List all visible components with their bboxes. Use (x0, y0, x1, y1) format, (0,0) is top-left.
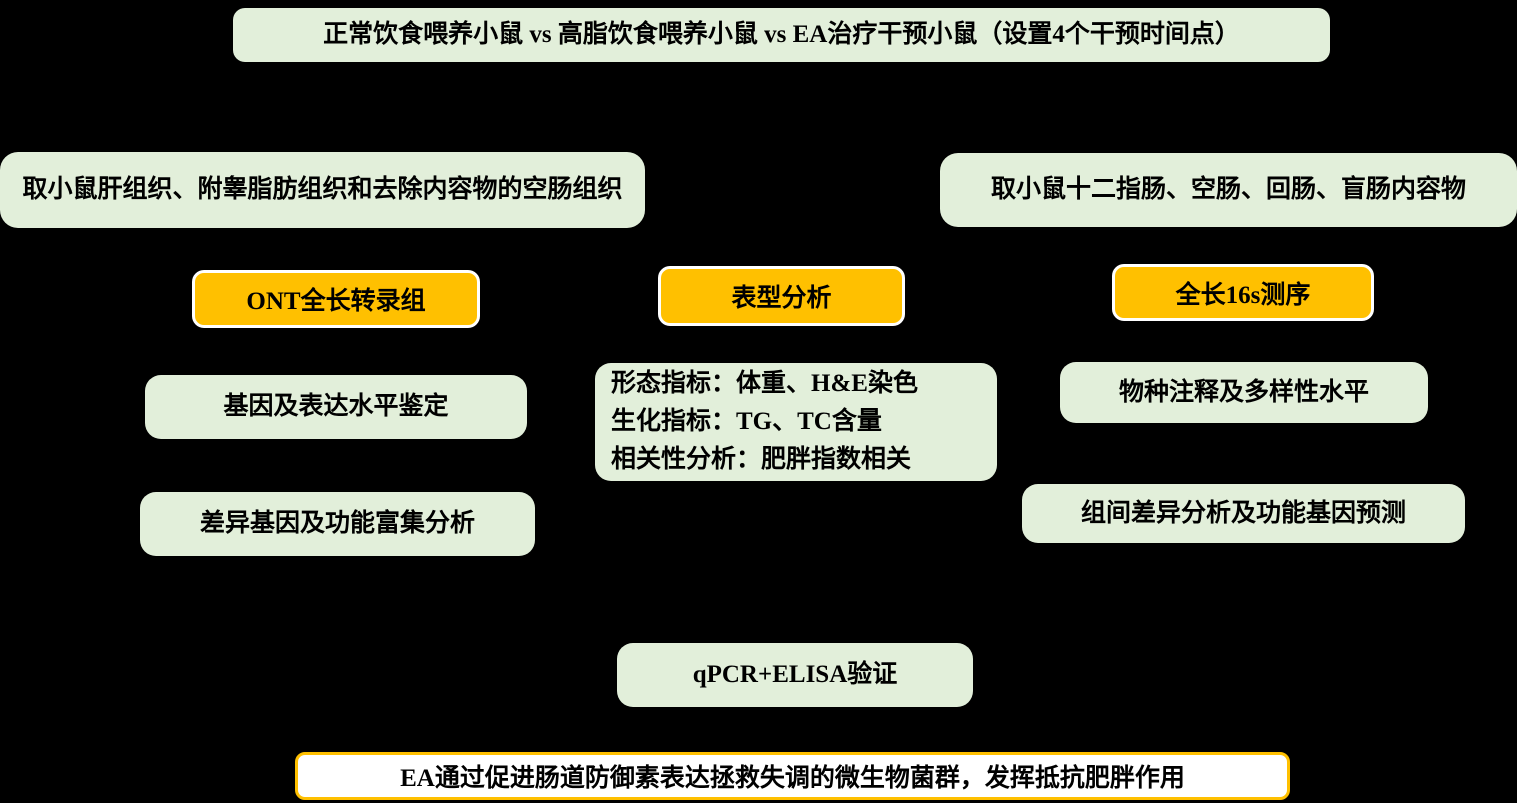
phenotype-line-correlation: 相关性分析：肥胖指数相关 (611, 446, 912, 473)
group-diff-box: 组间差异分析及功能基因预测 (1022, 484, 1465, 543)
conclusion-box: EA通过促进肠道防御素表达拯救失调的微生物菌群，发挥抵抗肥胖作用 (295, 752, 1290, 800)
connector-left-2 (335, 330, 337, 375)
connector-top-vertical (780, 62, 782, 102)
validation-text: qPCR+ELISA验证 (692, 661, 898, 688)
sample-left-text: 取小鼠肝组织、附睾脂肪组织和去除内容物的空肠组织 (22, 176, 623, 203)
gene-expression-box: 基因及表达水平鉴定 (145, 375, 527, 439)
phenotype-line-biochemistry: 生化指标：TG、TC含量 (611, 408, 882, 435)
connector-left-1 (335, 228, 337, 270)
validation-box: qPCR+ELISA验证 (617, 643, 973, 707)
diff-gene-box: 差异基因及功能富集分析 (140, 492, 535, 556)
connector-right-1 (1242, 228, 1244, 264)
connector-mid-2 (794, 481, 796, 643)
title-box: 正常饮食喂养小鼠 vs 高脂饮食喂养小鼠 vs EA治疗干预小鼠（设置4个干预时… (233, 8, 1330, 62)
method-16s-box: 全长16s测序 (1112, 264, 1374, 321)
phenotype-line-morphology: 形态指标：体重、H&E染色 (611, 370, 918, 397)
connector-bottom (794, 707, 796, 752)
group-diff-text: 组间差异分析及功能基因预测 (1080, 499, 1406, 527)
method-phenotype-box: 表型分析 (658, 266, 905, 326)
diff-gene-text: 差异基因及功能富集分析 (199, 510, 475, 537)
species-annotation-box: 物种注释及多样性水平 (1060, 362, 1428, 423)
method-ont-text: ONT全长转录组 (246, 288, 426, 315)
phenotype-detail-box: 形态指标：体重、H&E染色 生化指标：TG、TC含量 相关性分析：肥胖指数相关 (595, 363, 997, 481)
connector-mid-branch (780, 102, 782, 266)
sample-right-text: 取小鼠十二指肠、空肠、回肠、盲肠内容物 (990, 176, 1466, 203)
connector-horizontal (335, 102, 1243, 104)
connector-left-3 (335, 439, 337, 492)
title-text: 正常饮食喂养小鼠 vs 高脂饮食喂养小鼠 vs EA治疗干预小鼠（设置4个干预时… (323, 21, 1240, 48)
method-16s-text: 全长16s测序 (1175, 281, 1311, 309)
connector-left-branch (335, 102, 337, 152)
connector-right-3 (1242, 423, 1244, 484)
conclusion-text: EA通过促进肠道防御素表达拯救失调的微生物菌群，发挥抵抗肥胖作用 (400, 765, 1185, 792)
species-annotation-text: 物种注释及多样性水平 (1118, 378, 1369, 406)
connector-right-branch (1242, 102, 1244, 152)
method-ont-box: ONT全长转录组 (192, 270, 480, 328)
gene-expression-text: 基因及表达水平鉴定 (223, 393, 449, 420)
sample-left-box: 取小鼠肝组织、附睾脂肪组织和去除内容物的空肠组织 (0, 152, 645, 228)
method-phenotype-text: 表型分析 (731, 285, 832, 312)
connector-mid-1 (780, 326, 782, 363)
connector-right-2 (1242, 321, 1244, 362)
sample-right-box: 取小鼠十二指肠、空肠、回肠、盲肠内容物 (940, 153, 1517, 227)
